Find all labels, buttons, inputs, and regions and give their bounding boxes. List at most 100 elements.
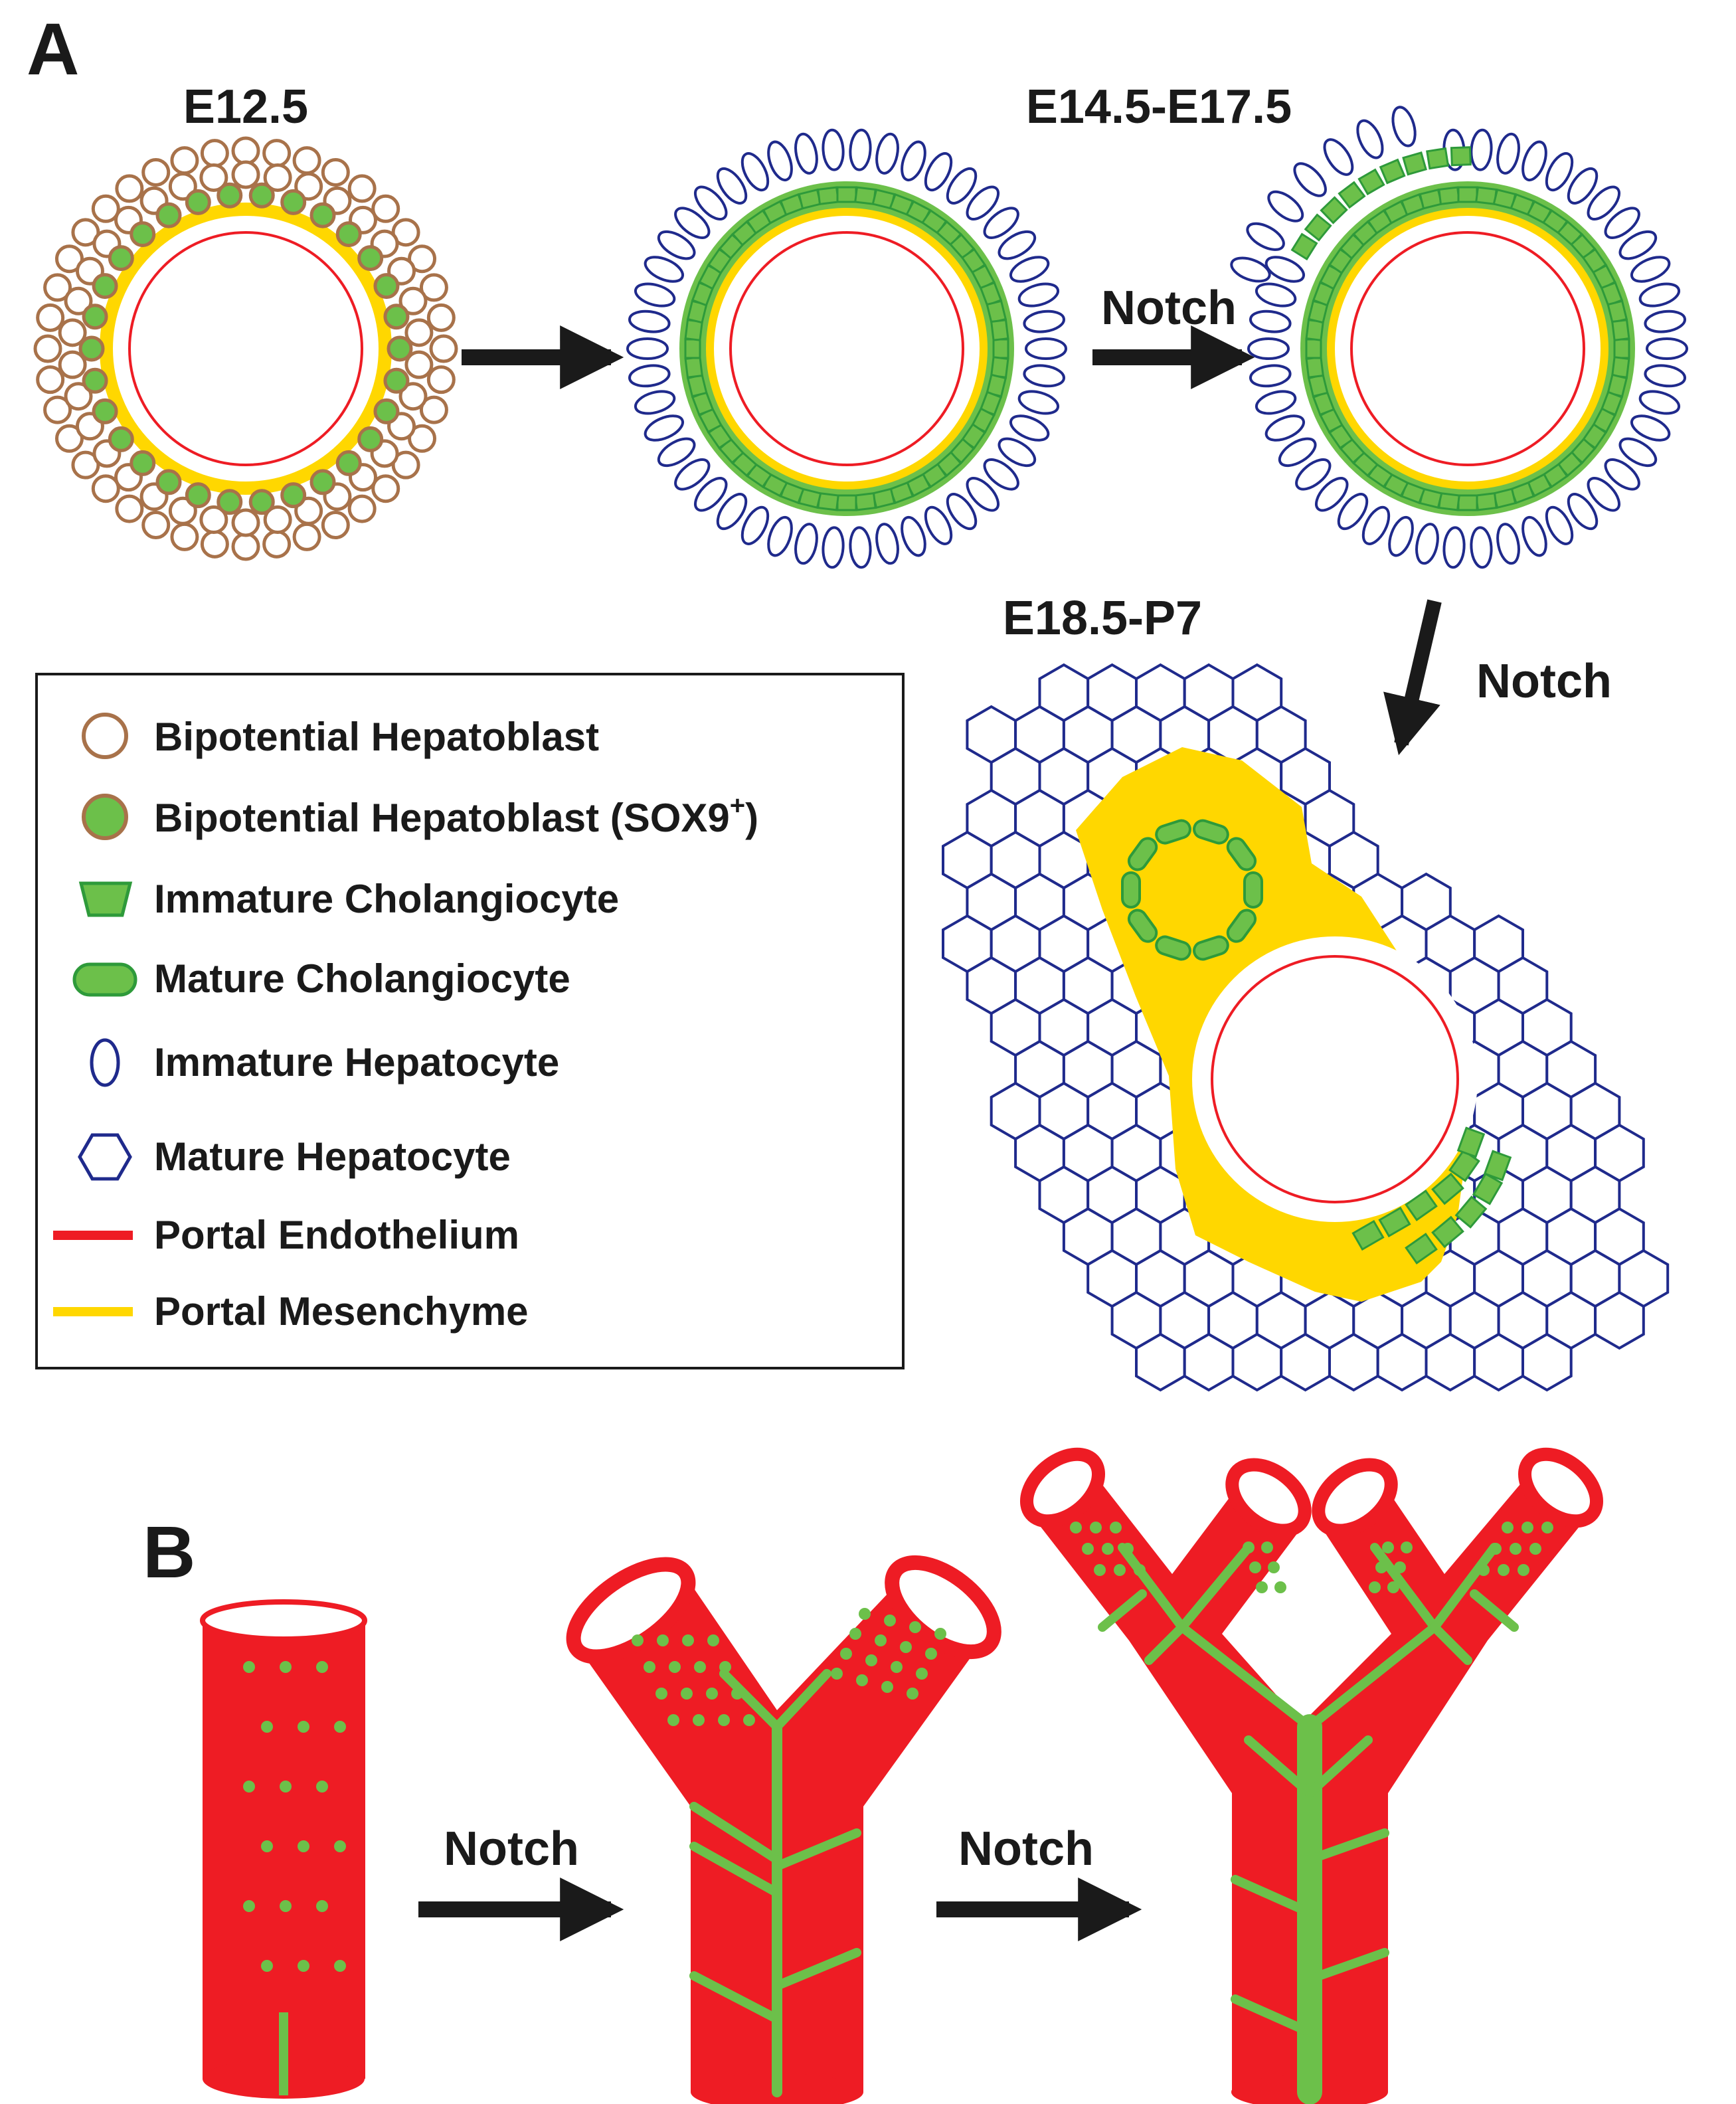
primitive-duct-cell <box>1290 232 1318 261</box>
sox9-dot <box>334 1721 346 1733</box>
hepatoblast-cell <box>321 511 350 540</box>
sox9-dot <box>1114 1564 1126 1576</box>
immature-hepatocyte <box>1249 364 1292 388</box>
sox9-dots <box>632 1608 946 1726</box>
immature-hepatocyte <box>767 515 793 557</box>
immature-hepatocyte <box>998 230 1037 260</box>
immature-hepatocyte <box>1249 309 1292 333</box>
hepatoblast-sox9-cell <box>335 450 362 476</box>
mature-hepatocyte <box>1328 1332 1379 1392</box>
hepatoblast-cell <box>64 382 93 411</box>
immature-hepatocyte <box>924 505 953 545</box>
immature-cholangiocyte <box>1606 300 1628 324</box>
mature-hepatocyte <box>1280 1332 1331 1392</box>
sox9-dot <box>1249 1561 1261 1573</box>
immature-hepatocyte <box>1017 390 1060 415</box>
hepatoblast-cell <box>64 286 93 315</box>
hepatoblast-sox9-cell <box>217 489 243 515</box>
immature-cholangiocyte <box>1305 338 1322 359</box>
hepatoblast-cell <box>168 496 197 525</box>
mature-cholangiocyte <box>1127 837 1158 871</box>
portal-vein-straight-tube <box>200 1599 367 2099</box>
e12-5-portal-cross-section <box>33 136 458 561</box>
immature-hepatocyte <box>946 167 978 205</box>
sox9-dot <box>891 1661 903 1673</box>
hepatoblast-open-circle-icon <box>82 713 128 759</box>
immature-cholangiocyte <box>1613 338 1630 359</box>
legend-label: Immature Cholangiocyte <box>154 877 619 921</box>
sox9-dot <box>1541 1522 1553 1534</box>
immature-cholangiocyte <box>817 492 839 511</box>
immature-hepatocyte <box>1496 132 1520 175</box>
bile-duct-segment <box>772 1948 861 1990</box>
sox9-dots <box>1070 1522 1553 1593</box>
immature-hepatocyte <box>983 458 1019 491</box>
tube-opening <box>200 1599 367 1642</box>
branch-opening <box>1225 1458 1312 1537</box>
sox9-dot <box>1094 1564 1106 1576</box>
sox9-dot <box>1261 1541 1273 1553</box>
sox9-dot <box>298 1721 309 1733</box>
sox9-dot <box>1387 1581 1399 1593</box>
hepatoblast-cell <box>54 424 84 453</box>
immature-hepatocyte <box>966 185 999 220</box>
sox9-dot <box>334 1840 346 1852</box>
mature-bile-duct <box>1121 819 1512 1265</box>
sox9-dot <box>884 1615 896 1626</box>
immature-hepatocyte <box>901 140 926 182</box>
hepatoblast-cell <box>292 146 321 175</box>
hepatoblast-cell <box>371 194 400 223</box>
immature-hepatocyte <box>628 364 671 388</box>
sox9-dot <box>1268 1561 1280 1573</box>
immature-cholangiocyte <box>798 188 822 210</box>
bile-duct-segment <box>1098 1589 1147 1632</box>
immature-hepatocyte <box>1295 458 1332 491</box>
immature-hepatocyte <box>998 437 1037 468</box>
sox9-dot <box>859 1608 871 1620</box>
sox9-dot <box>681 1688 693 1700</box>
immature-cholangiocyte-trapezoid-icon <box>78 881 133 917</box>
immature-hepatocyte <box>1388 515 1414 557</box>
sox9-dot <box>632 1634 644 1646</box>
immature-hepatocyte <box>1315 477 1349 512</box>
bile-duct-segment <box>1305 1828 1389 1864</box>
immature-cholangiocyte <box>871 487 896 509</box>
immature-hepatocyte <box>716 167 748 205</box>
hepatoblast-cell <box>141 157 171 187</box>
hepatoblast-cell <box>371 474 400 503</box>
immature-hepatocyte <box>1025 337 1067 360</box>
primitive-duct-cell <box>1450 146 1472 167</box>
immature-cholangiocyte <box>836 494 857 511</box>
sox9-dot <box>243 1661 255 1673</box>
sox9-dot <box>1375 1561 1387 1573</box>
legend-label: Portal Endothelium <box>154 1213 519 1257</box>
mature-cholangiocyte <box>1127 909 1158 943</box>
sox9-dot <box>1510 1543 1521 1555</box>
legend-label-sox9: Bipotential Hepatoblast (SOX9+) <box>154 791 758 840</box>
portal-endothelium-ring <box>1350 231 1585 466</box>
bile-duct-segment <box>1244 1735 1314 1798</box>
sox9-dot <box>840 1648 852 1660</box>
immature-hepatocyte <box>1604 458 1640 491</box>
immature-hepatocyte <box>1009 256 1050 283</box>
hepatoblast-cell <box>262 529 292 559</box>
hepatoblast-cell <box>168 172 197 201</box>
immature-cholangiocyte <box>992 338 1009 359</box>
mature-hepatocyte <box>1425 1332 1476 1392</box>
bile-duct-segment <box>1305 1622 1439 1731</box>
primitive-duct-cell <box>1426 147 1450 170</box>
mature-hepatocyte <box>1231 1332 1283 1392</box>
immature-hepatocyte <box>849 128 872 171</box>
immature-cholangiocyte <box>1307 373 1329 398</box>
sox9-dot <box>644 1661 655 1673</box>
bile-duct-segment <box>1177 1543 1253 1632</box>
sox9-dot <box>1369 1581 1381 1593</box>
bile-duct-segment <box>1231 1994 1314 2037</box>
immature-cholangiocyte <box>684 338 701 359</box>
hepatoblast-cell <box>36 365 65 394</box>
hepatoblast-sox9-cell <box>387 335 413 362</box>
mature-hepatocyte <box>1473 1332 1524 1392</box>
sox9-dot <box>1122 1543 1134 1555</box>
sox9-dot <box>298 1840 309 1852</box>
